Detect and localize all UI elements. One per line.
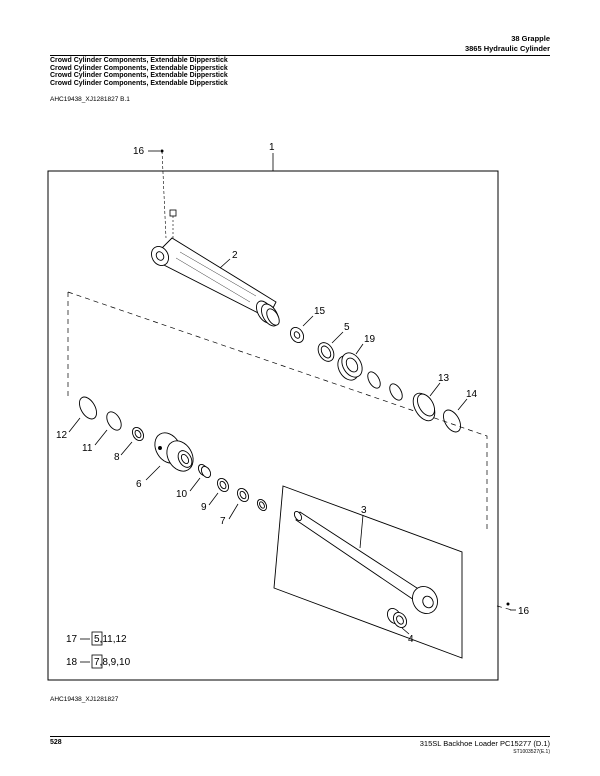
part-13-bearing: [412, 392, 436, 422]
callout-3: 3: [361, 505, 367, 516]
kit-legend: 17 5,11,12 18 7,8,9,10: [66, 631, 131, 669]
seal-ring: [367, 371, 381, 389]
callout-14: 14: [466, 389, 478, 400]
doc-code: ST1003527(E.1): [513, 749, 550, 755]
rod-guide-head: [154, 432, 194, 472]
seal-ring: [389, 383, 403, 401]
callout-8: 8: [114, 452, 120, 463]
manual-name: 315SL Backhoe Loader PC15277 (D.1): [419, 739, 550, 748]
rod-subpanel: [273, 485, 463, 659]
callout-9: 9: [201, 502, 207, 513]
figure-title: Crowd Cylinder Components, Extendable Di…: [50, 72, 228, 79]
callout-1: 1: [269, 142, 275, 153]
cylinder-barrel: [151, 237, 280, 327]
callout-19: 19: [364, 334, 376, 345]
figure-titles: Crowd Cylinder Components, Extendable Di…: [50, 57, 228, 87]
page-number: 528: [50, 739, 62, 746]
grease-fitting: [169, 209, 177, 243]
footer-rule: [50, 736, 550, 737]
callout-2: 2: [232, 250, 238, 261]
nut: [289, 327, 305, 343]
figure-reference-top: AHC19438_XJ1281827 B.1: [50, 96, 130, 103]
kit-17-number: 17: [66, 634, 78, 645]
part-9-seal: [216, 477, 230, 493]
figure-title: Crowd Cylinder Components, Extendable Di…: [50, 57, 228, 64]
callout-11: 11: [82, 443, 93, 454]
part-12-ring: [79, 396, 97, 420]
header-subsection: 3865 Hydraulic Cylinder: [464, 44, 550, 53]
callout-16-top: 16: [133, 146, 145, 157]
callout-15: 15: [314, 306, 326, 317]
kit-18-parts: 7,8,9,10: [94, 657, 131, 668]
part-4-bushing: [386, 608, 408, 628]
callout-12: 12: [56, 430, 68, 441]
retaining-ring: [256, 498, 268, 512]
header-rule: [50, 55, 550, 56]
piston-rod: [293, 510, 438, 614]
callout-7: 7: [220, 516, 226, 527]
figure-reference-bottom: AHC19438_XJ1281827: [50, 696, 119, 703]
callout-16-right: 16: [518, 606, 530, 617]
header-section: 38 Grapple: [511, 34, 550, 43]
part-8-ring: [131, 426, 145, 442]
part-11-ring: [106, 411, 122, 431]
figure-title: Crowd Cylinder Components, Extendable Di…: [50, 79, 228, 87]
kit-17-parts: 5,11,12: [94, 634, 127, 645]
callout-10: 10: [176, 489, 188, 500]
piston: [337, 352, 363, 381]
part-14-ring: [443, 409, 461, 433]
callout-5: 5: [344, 322, 350, 333]
callout-6: 6: [136, 479, 142, 490]
part-10-bushing: [197, 463, 212, 479]
part-5-ring: [317, 342, 335, 362]
part-7-wiper: [236, 487, 250, 503]
kit-18-number: 18: [66, 657, 78, 668]
callout-13: 13: [438, 373, 450, 384]
footer-manual: 315SL Backhoe Loader PC15277 (D.1) ST100…: [420, 739, 550, 757]
callout-4: 4: [408, 634, 414, 645]
figure-title: Crowd Cylinder Components, Extendable Di…: [50, 64, 228, 72]
